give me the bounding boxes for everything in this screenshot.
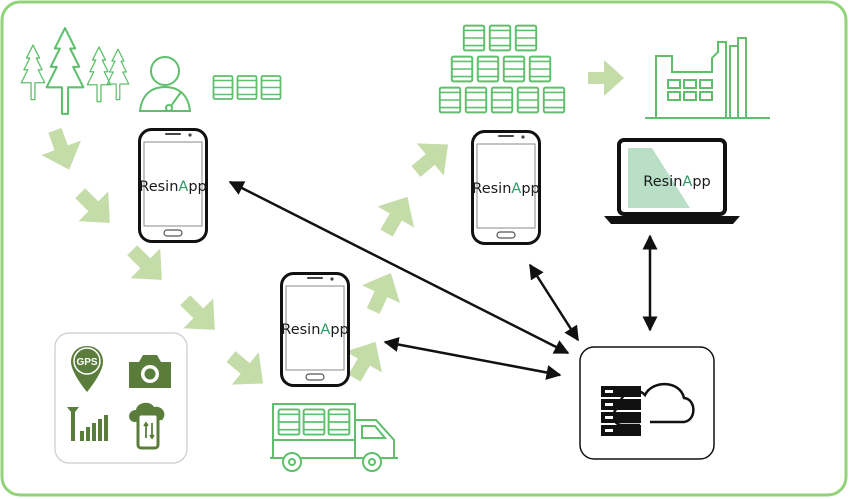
- truck-icon: [270, 403, 398, 472]
- connector-phone2-cloud: [383, 337, 562, 380]
- connector-phone1-cloud: [228, 180, 570, 355]
- barrels-icon: [212, 74, 282, 101]
- phone-3: ResinApp: [471, 130, 541, 245]
- app-name-label: ResinApp: [281, 322, 348, 338]
- gps-icon: GPS: [71, 346, 103, 392]
- phone-2: ResinApp: [280, 272, 350, 387]
- connector-phone3-cloud: [528, 263, 580, 342]
- worker-icon: [138, 56, 192, 112]
- camera-icon: [129, 355, 171, 388]
- signal-icon: [67, 407, 108, 441]
- app-name-label: ResinApp: [472, 181, 539, 197]
- cloud-server-icon: [579, 346, 715, 460]
- phone-sync-icon: [129, 402, 165, 450]
- sync-connectors: [228, 180, 658, 380]
- app-name-label: ResinApp: [139, 179, 206, 195]
- app-name-label: ResinApp: [643, 174, 710, 190]
- laptop-icon: ResinApp: [604, 138, 740, 224]
- features-box: GPS: [54, 332, 188, 464]
- gps-label: GPS: [76, 357, 97, 368]
- factory-icon: [645, 37, 770, 119]
- phone-1: ResinApp: [138, 128, 208, 243]
